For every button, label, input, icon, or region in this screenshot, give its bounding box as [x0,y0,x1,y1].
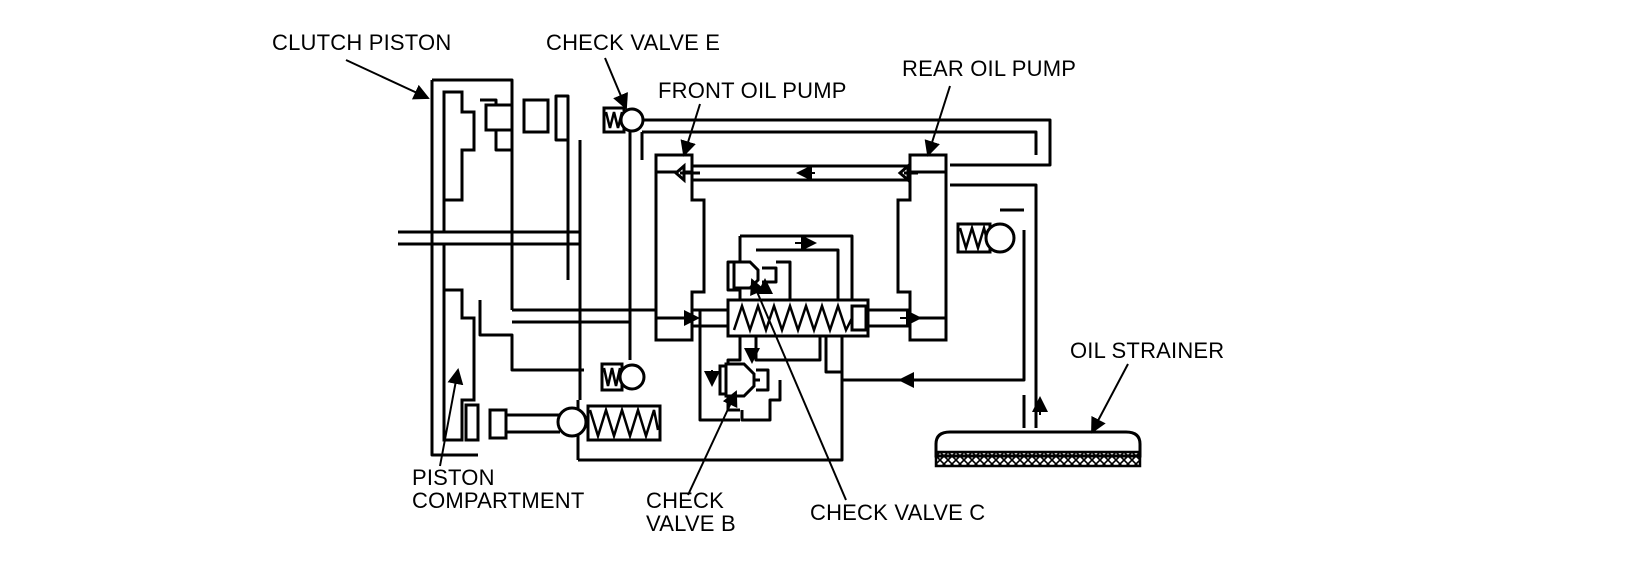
check-valve-e [602,106,645,134]
label-oil-strainer: OIL STRAINER [1070,338,1225,363]
clutch-assembly [398,78,584,457]
clutch-check-upper [484,103,514,132]
flow-arrows [673,162,1048,415]
rear-oil-pump [896,153,948,342]
label-check-valve-c: CHECK VALVE C [810,500,986,525]
front-oil-pump [654,153,706,342]
label-check-valve-b-line1: CHECK [646,488,725,513]
label-clutch-piston: CLUTCH PISTON [272,30,452,55]
label-piston-compartment-line2: COMPARTMENT [412,488,585,513]
check-valve-b [724,362,756,398]
label-rear-oil-pump: REAR OIL PUMP [902,56,1077,81]
label-front-oil-pump: FRONT OIL PUMP [658,78,847,103]
label-check-valve-b-line2: VALVE B [646,511,736,536]
oil-strainer [934,430,1142,468]
piston-compartment-check [464,403,480,442]
label-piston-compartment-line1: PISTON [412,465,495,490]
label-check-valve-e: CHECK VALVE E [546,30,721,55]
piston-relief-valve [556,404,662,442]
leader-lines [345,57,1129,501]
check-valve-left-lower [600,362,646,392]
check-valve-rear [956,222,1016,254]
clutch-piston-upper [442,90,476,202]
central-valve-body [698,234,870,422]
